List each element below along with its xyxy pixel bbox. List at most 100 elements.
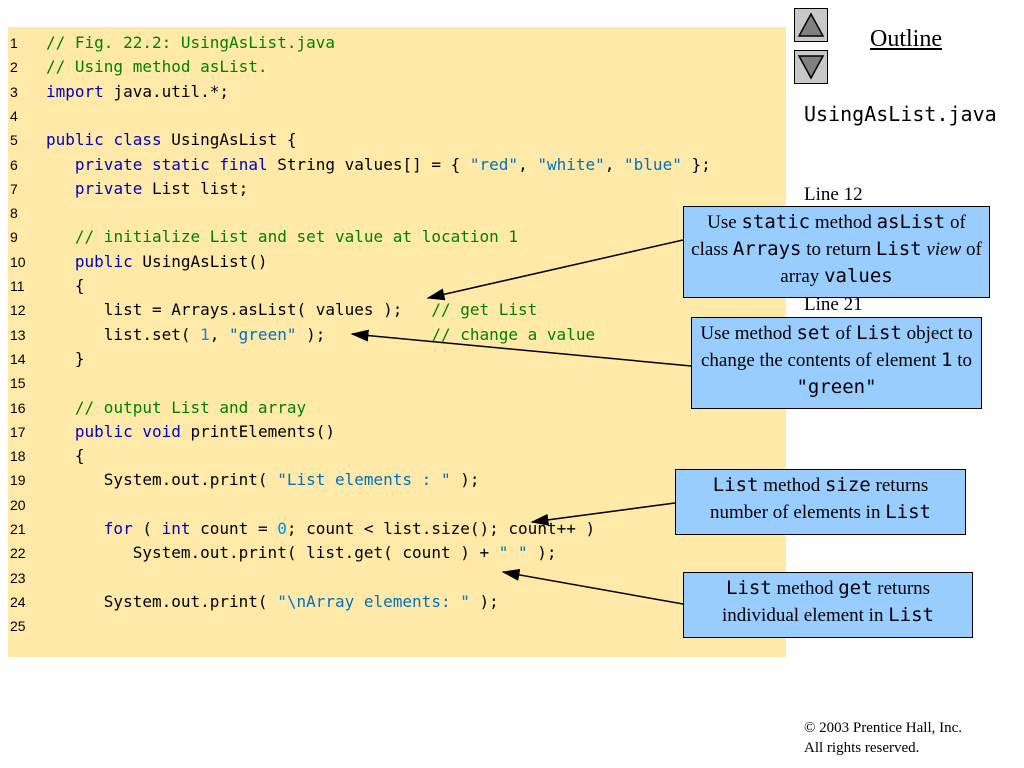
code-token: final	[219, 154, 268, 174]
code-text: for ( int count = 0; count < list.size()…	[46, 517, 595, 541]
code-token: }	[46, 348, 85, 368]
line-number: 12	[10, 302, 26, 319]
line-number: 22	[10, 545, 26, 562]
code-token: );	[527, 543, 557, 563]
arrow-callout-size	[530, 502, 676, 526]
code-text: }	[46, 347, 85, 371]
code-text: {	[46, 444, 85, 468]
line-number: 9	[10, 229, 18, 246]
code-token: // get List	[431, 300, 538, 320]
code-text: public class UsingAsList {	[46, 128, 296, 152]
line-number: 7	[10, 180, 18, 197]
code-text: public void printElements()	[46, 420, 335, 444]
code-token: );	[450, 470, 480, 490]
callout-text: of class	[691, 212, 966, 260]
code-token: ,	[604, 154, 625, 174]
code-token: count =	[190, 519, 278, 538]
line-number: 11	[10, 278, 25, 294]
previous-slide-button[interactable]	[794, 8, 828, 42]
line-number: 19	[10, 472, 26, 489]
line-number: 21	[10, 521, 26, 537]
callout-text: "green"	[796, 376, 877, 398]
up-triangle-icon	[797, 12, 825, 37]
line-ref-12: Line 12	[804, 184, 863, 205]
line-number: 25	[10, 618, 26, 635]
code-token: String values[] = {	[267, 154, 470, 174]
line-number: 8	[10, 205, 18, 222]
code-token: 1	[200, 324, 210, 344]
arrow-callout-set	[350, 329, 692, 367]
callout-text: to return	[801, 239, 876, 260]
copyright-notice: © 2003 Prentice Hall, Inc. All rights re…	[804, 718, 962, 758]
code-token: "green"	[229, 324, 297, 344]
line-number: 4	[10, 107, 18, 124]
callout-text: Arrays	[732, 238, 802, 260]
code-token: // output List and array	[74, 397, 307, 417]
code-token: (	[132, 519, 162, 538]
code-token: {	[46, 276, 85, 295]
code-token: list = Arrays.asList( values );	[46, 300, 432, 320]
callout-text: 1	[941, 349, 953, 371]
code-token: List list;	[142, 178, 249, 198]
code-text: // initialize List and set value at loca…	[46, 225, 518, 249]
code-token: class	[113, 130, 162, 150]
next-slide-button[interactable]	[794, 50, 828, 84]
callout-get: List method get returns individual eleme…	[683, 572, 973, 638]
line-number: 23	[10, 569, 26, 586]
code-token: };	[681, 154, 711, 174]
callout-text: method	[771, 578, 839, 599]
callout-text: List	[712, 474, 759, 496]
code-token: " "	[498, 543, 528, 563]
code-token: printElements()	[180, 421, 336, 441]
code-token: UsingAsList {	[161, 130, 297, 150]
code-token: private	[74, 178, 143, 198]
code-token: System.out.print( list.get( count ) +	[46, 543, 499, 563]
code-text: private static final String values[] = {…	[46, 153, 711, 177]
code-token: // Using method asList.	[46, 57, 268, 77]
callout-text: asList	[876, 211, 946, 233]
code-text: private List list;	[46, 177, 248, 201]
code-token: private	[74, 154, 143, 174]
code-token: System.out.print(	[46, 591, 278, 611]
line-number: 1	[10, 35, 18, 51]
callout-text: method	[810, 212, 877, 233]
callout-aslist: Use static method asList of class Arrays…	[683, 206, 990, 298]
code-token: ,	[209, 324, 230, 344]
file-name: UsingAsList.java	[804, 102, 997, 126]
code-text: // Using method asList.	[46, 55, 268, 79]
code-token: 0	[277, 519, 287, 538]
callout-text: List	[875, 238, 922, 260]
code-token: static	[151, 154, 210, 174]
code-token: java.util.*;	[103, 81, 230, 101]
callout-text: static	[741, 211, 811, 233]
copyright-symbol: ©	[804, 720, 816, 736]
code-token: "red"	[469, 154, 519, 174]
code-token: "white"	[537, 154, 605, 174]
down-triangle-icon	[797, 55, 825, 80]
code-token: "List elements : "	[277, 470, 451, 490]
line-number: 6	[10, 156, 18, 173]
code-token: {	[46, 446, 85, 466]
line-number: 18	[10, 448, 26, 465]
callout-text: Use method	[700, 323, 797, 344]
code-token: import	[46, 81, 104, 101]
callout-set: Use method set of List object to change …	[691, 317, 982, 409]
callout-text: method	[758, 475, 825, 496]
callout-text: set	[796, 322, 831, 344]
code-token: );	[469, 591, 499, 611]
code-text: System.out.print( "\nArray elements: " )…	[46, 590, 499, 614]
code-token: "\nArray elements: "	[277, 591, 470, 611]
callout-text: List	[885, 501, 931, 523]
code-token: int	[161, 519, 191, 538]
callout-text: List	[888, 604, 934, 626]
callout-text: of array	[780, 239, 982, 287]
outline-link[interactable]: Outline	[870, 26, 942, 52]
code-token: // Fig. 22.2: UsingAsList.java	[46, 33, 335, 52]
code-token: ,	[518, 154, 538, 174]
code-token: public	[74, 251, 133, 271]
callout-text: Use	[707, 212, 742, 233]
code-token: list.set(	[46, 324, 201, 344]
callout-text: values	[824, 265, 893, 287]
callout-text: List	[725, 577, 772, 599]
